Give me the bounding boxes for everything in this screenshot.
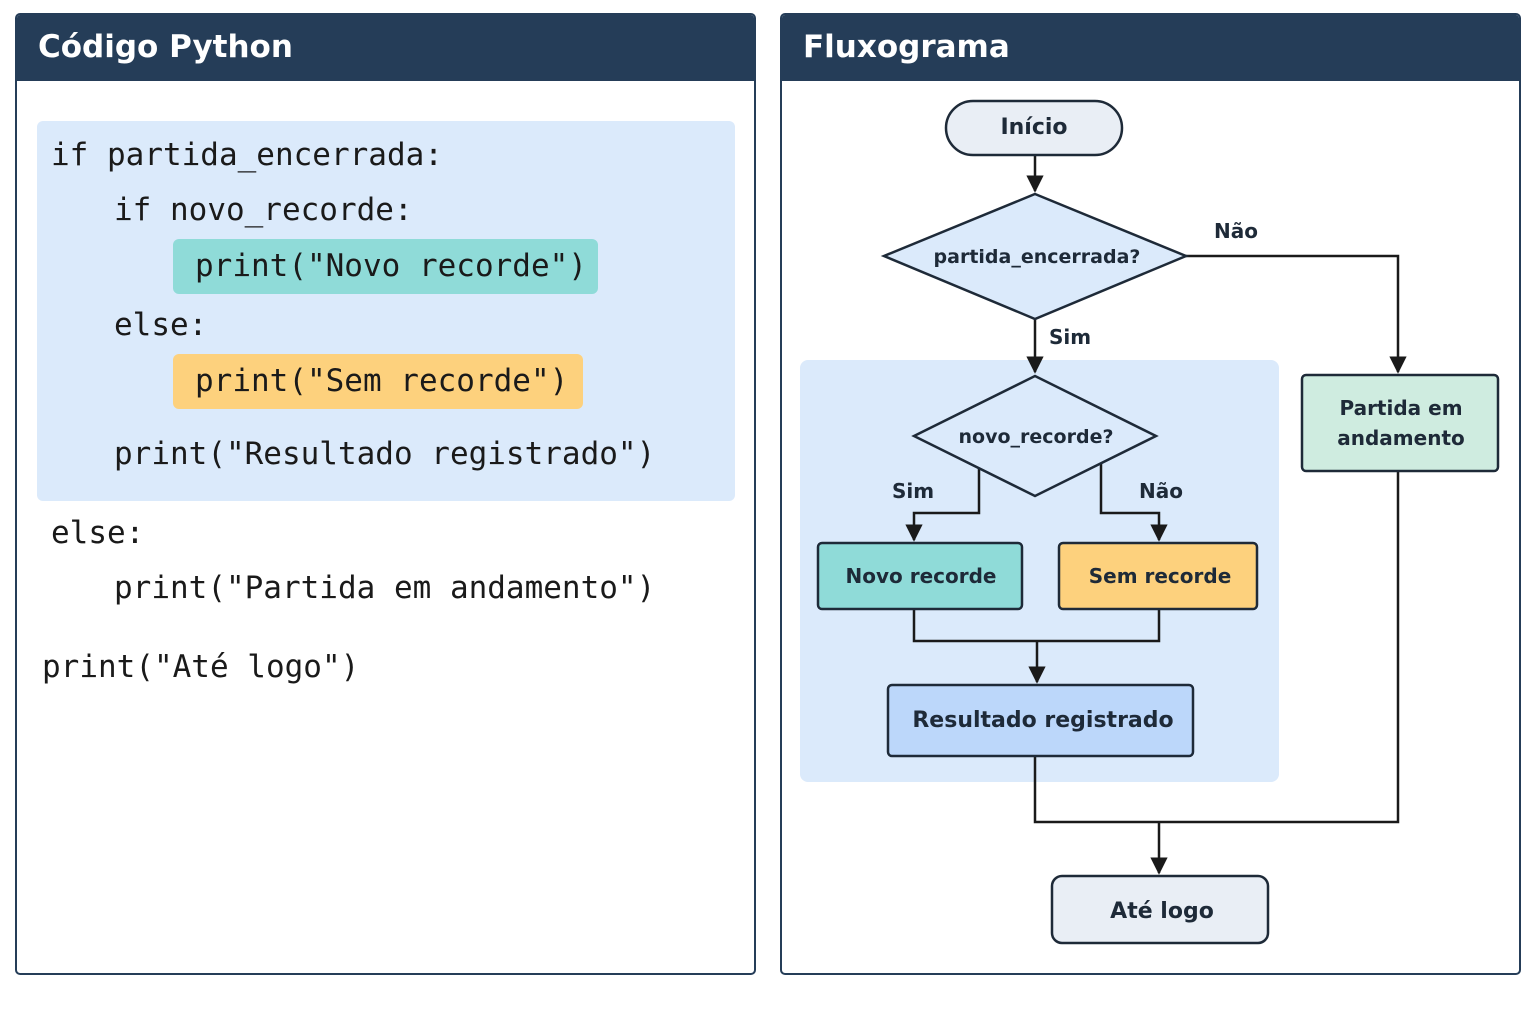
start-node: [944, 99, 1124, 157]
partida-andamento-label-1: Partida em: [1339, 396, 1462, 420]
sem-recorde-node-label: Sem recorde: [1089, 564, 1232, 588]
code-line-else-inner: else:: [114, 307, 208, 343]
resultado-registrado-node-label: Resultado registrado: [912, 708, 1173, 733]
edge-resultado-down: [1033, 472, 1400, 824]
label-partida-sim: Sim: [1049, 325, 1091, 349]
label-recorde-sim: Sim: [892, 479, 934, 503]
code-line-print-andamento: print("Partida em andamento"): [114, 570, 656, 606]
code-line-print-novo: print("Novo recorde"): [195, 248, 587, 284]
novo-recorde-highlight: [173, 239, 598, 294]
decision-partida-encerrada: [880, 192, 1190, 321]
novo-recorde-node-label: Novo recorde: [846, 564, 997, 588]
code-line-else-outer: else:: [51, 515, 145, 551]
start-node-label: Início: [1000, 115, 1067, 140]
label-partida-nao: Não: [1214, 219, 1258, 243]
decision-novo-recorde: [911, 374, 1159, 498]
sem-recorde-node: [1057, 541, 1259, 611]
end-node-label: Até logo: [1110, 899, 1214, 924]
code-panel: Código Python if partida_encerrada: if n…: [15, 13, 756, 975]
end-node: [1050, 874, 1270, 945]
if-block-highlight: [37, 121, 735, 501]
code-line-print-resultado: print("Resultado registrado"): [114, 436, 656, 472]
flowchart-diagram: Início partida_encerrada? Não Sim novo_r…: [800, 99, 1500, 945]
decision-recorde-label: novo_recorde?: [959, 426, 1114, 448]
partida-andamento-node: [1300, 373, 1500, 473]
sem-recorde-highlight: [173, 354, 583, 409]
partida-andamento-label-2: andamento: [1337, 426, 1465, 450]
flowchart-panel-title: Fluxograma: [782, 15, 1519, 81]
inner-branch-region: [800, 360, 1279, 782]
edge-recorde-nao: [1099, 462, 1168, 542]
code-line-print-ate-logo: print("Até logo"): [42, 649, 360, 685]
code-line-if-recorde: if novo_recorde:: [114, 192, 413, 228]
decision-partida-label: partida_encerrada?: [934, 246, 1141, 268]
resultado-registrado-node: [886, 683, 1195, 758]
label-recorde-nao: Não: [1139, 479, 1183, 503]
edge-partida-nao: [1184, 254, 1407, 374]
code-line-if-partida: if partida_encerrada:: [51, 137, 443, 173]
edge-recorde-sim: [905, 467, 981, 542]
code-line-print-sem: print("Sem recorde"): [195, 363, 569, 399]
code-panel-title: Código Python: [17, 15, 754, 81]
flowchart-panel: Fluxograma Início partida_encerrada?: [780, 13, 1521, 975]
novo-recorde-node: [816, 541, 1024, 611]
